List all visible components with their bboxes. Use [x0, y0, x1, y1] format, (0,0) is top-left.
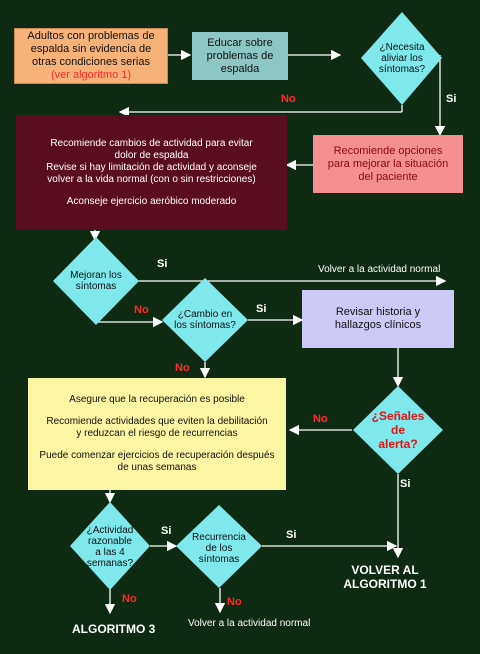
recurrence-line-3: síntomas	[198, 553, 240, 565]
recovery-line-4: y reduzcan el riesgo de recurrencias	[76, 428, 238, 439]
activity-node: Recomiende cambios de actividad para evi…	[16, 115, 287, 230]
return-algorithm-1-line-2: ALGORITMO 1	[343, 577, 427, 591]
algorithm-3-output[interactable]: ALGORITMO 3	[72, 622, 156, 636]
recurrence-no-label: No	[227, 596, 242, 608]
activity-line-6: Aconseje ejercicio aeróbico moderado	[66, 195, 237, 207]
options-line-2: para mejorar la situación	[327, 157, 449, 170]
activity-line-4: volver a la vida normal (con o sin restr…	[47, 173, 256, 185]
improve-text: Mejoran los síntomas	[53, 266, 139, 296]
recovery-node: Asegure que la recuperación es posible R…	[28, 378, 286, 490]
start-line-3: otras condiciones serias	[31, 56, 150, 68]
reasonable-line-4: semanas?	[86, 558, 134, 569]
alert-si-label: Si	[400, 478, 411, 490]
change-line-2: los síntomas?	[174, 320, 236, 331]
change-no-label: No	[175, 362, 190, 374]
need-relief-line-3: síntomas?	[378, 63, 426, 75]
educate-line-1: Educar sobre	[207, 36, 273, 49]
need-relief-line-2: aliviar los	[381, 52, 423, 64]
improve-line-2: síntomas	[75, 281, 117, 292]
alert-text: ¿Señales de alerta?	[353, 408, 443, 452]
improve-diamond	[53, 237, 139, 325]
activity-line-3: Revise si hay limitación de actividad y …	[46, 161, 257, 173]
need-relief-no-label: No	[281, 93, 296, 105]
review-line-1: Revisar historia y	[335, 306, 421, 318]
return-normal-output-1: Volver a la actividad normal	[318, 264, 441, 275]
activity-line-2: dolor de espalda	[114, 149, 189, 161]
options-line-3: del paciente	[358, 170, 418, 183]
reasonable-line-3: a las 4	[95, 547, 125, 558]
options-node: Recomiende opciones para mejorar la situ…	[313, 135, 463, 193]
recurrence-line-2: de los	[205, 542, 233, 554]
educate-line-2: problemas de	[206, 49, 274, 62]
improve-no-label: No	[134, 304, 149, 316]
start-line-2: espalda sin evidencia de	[30, 43, 152, 55]
alert-line-1: ¿Señales	[371, 409, 425, 423]
activity-line-1: Recomiende cambios de actividad para evi…	[50, 137, 253, 149]
reasonable-si-label: Si	[161, 525, 172, 537]
recovery-line-6: Puede comenzar ejercicios de recuperació…	[39, 450, 275, 461]
reasonable-text: ¿Actividad razonable a las 4 semanas?	[70, 524, 150, 570]
recurrence-text: Recurrencia de los síntomas	[176, 530, 262, 566]
change-line-1: ¿Cambio en	[177, 309, 233, 320]
alert-line-3: alerta?	[378, 437, 418, 451]
need-relief-diamond	[361, 12, 442, 105]
educate-line-3: espalda	[220, 62, 260, 75]
recovery-line-3: Recomiende actividades que eviten la deb…	[46, 416, 268, 427]
reasonable-no-label: No	[122, 593, 137, 605]
reasonable-line-1: ¿Actividad	[86, 525, 134, 536]
alert-line-2: de	[390, 423, 405, 437]
return-algorithm-1-line-1: VOLVER AL	[351, 563, 419, 577]
improve-line-1: Mejoran los	[70, 270, 122, 281]
alert-diamond	[353, 386, 443, 474]
need-relief-text: ¿Necesita aliviar los síntomas?	[361, 36, 443, 80]
recurrence-diamond	[176, 505, 262, 588]
reasonable-line-2: razonable	[88, 536, 132, 547]
change-diamond	[162, 278, 248, 362]
review-line-2: hallazgos clínicos	[334, 319, 422, 331]
need-relief-line-1: ¿Necesita	[379, 41, 425, 53]
reasonable-diamond	[70, 502, 150, 590]
need-relief-si-label: Si	[446, 93, 457, 105]
return-algorithm-1-output[interactable]: VOLVER AL ALGORITMO 1	[330, 563, 440, 591]
start-node: Adultos con problemas de espalda sin evi…	[14, 28, 168, 84]
return-normal-output-2: Volver a la actividad normal	[188, 618, 311, 629]
improve-si-label: Si	[157, 258, 168, 270]
recurrence-line-1: Recurrencia	[192, 531, 246, 543]
educate-node: Educar sobre problemas de espalda	[192, 32, 288, 80]
change-si-label: Si	[256, 303, 267, 315]
alert-no-label: No	[313, 413, 328, 425]
recovery-line-1: Asegure que la recuperación es posible	[69, 394, 245, 405]
options-line-1: Recomiende opciones	[333, 144, 443, 157]
recurrence-si-label: Si	[286, 529, 297, 541]
review-node: Revisar historia y hallazgos clínicos	[302, 290, 454, 348]
start-line-1: Adultos con problemas de	[27, 30, 155, 42]
algorithm-1-link[interactable]: (ver algoritmo 1)	[50, 69, 132, 81]
recovery-line-7: de unas semanas	[117, 462, 197, 473]
change-text: ¿Cambio en los síntomas?	[162, 305, 248, 335]
